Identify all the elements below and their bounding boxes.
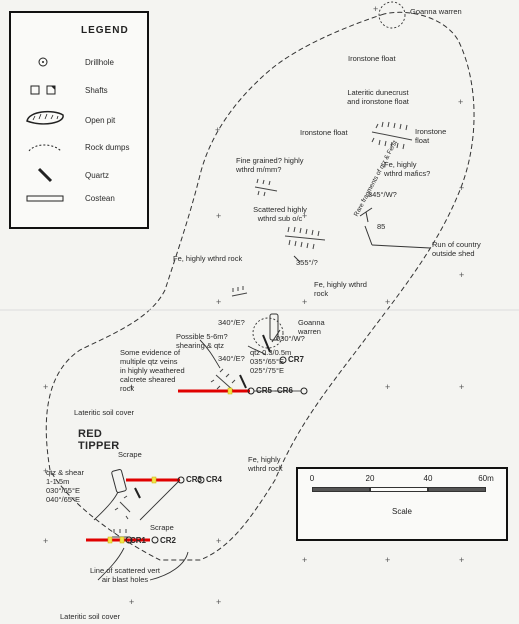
label-possible-shear: Possible 5-6m? shearing & qtz [176, 332, 228, 350]
open-pits [111, 313, 279, 493]
label-strike-340e-1: 340°/E? [218, 318, 245, 327]
drillhole-icon [38, 57, 48, 67]
label-scrape-2: Scrape [150, 523, 174, 532]
legend-item-open-pit: Open pit [85, 116, 116, 125]
scale-label: Scale [391, 507, 412, 516]
label-red-tipper: RED TIPPER [78, 428, 120, 452]
label-scattered: Scattered highly wthrd sub o/c [253, 205, 307, 223]
legend-item-costean: Costean [85, 194, 115, 203]
label-cr5-cr6: CR5 -CR6 [256, 386, 293, 395]
label-strike-345: 345°/W? [368, 190, 397, 199]
label-cr2: CR2 [160, 536, 177, 545]
legend-panel: LEGEND Drillhole Shafts Open pit Rock du… [9, 11, 149, 229]
quartz-icon [37, 167, 53, 183]
goanna-warren-circle-mid [252, 317, 284, 349]
label-ironstone-float-2: Ironstone float [300, 128, 348, 137]
strike-dip-symbols [271, 207, 431, 343]
label-lateritic-dunecrust: Lateritic dunecrust and ironstone float [347, 88, 409, 106]
open-pit-icon [26, 110, 64, 125]
label-cr1: CR1 [130, 536, 147, 545]
scale-tick-20: 20 [365, 474, 375, 483]
scale-tick-60m: 60m [478, 474, 494, 483]
legend-item-shafts: Shafts [85, 86, 108, 95]
label-ironstone-float-1: Ironstone float [348, 54, 396, 63]
legend-item-rock-dumps: Rock dumps [85, 143, 130, 152]
scale-panel: 0 20 40 60m Scale [296, 467, 508, 541]
scale-bar-segment-1 [312, 487, 370, 492]
label-cr3: CR3 [186, 475, 203, 484]
label-lateritic-soil-2: Lateritic soil cover [60, 612, 121, 621]
scale-tick-0: 0 [309, 474, 315, 483]
label-some-evidence: Some evidence of multiple qtz veins in h… [120, 348, 185, 393]
label-ironstone-float-3: Ironstone float [415, 127, 447, 145]
label-dip-85: 85 [377, 222, 386, 231]
legend-title: LEGEND [81, 25, 129, 36]
costean-icon [26, 195, 64, 202]
label-cr7: CR7 [288, 355, 305, 364]
label-fe-rock-left: Fe, highly wthrd rock [173, 254, 243, 263]
goanna-warren-circle-top [378, 1, 406, 29]
label-cr4: CR4 [206, 475, 223, 484]
quartz-veins [134, 334, 271, 499]
boundary-line [45, 11, 475, 561]
label-qtz-veins: qtz 0.3/0.5m 035°/65°E 025°/75°E [250, 348, 292, 375]
drillhole-markers [107, 387, 233, 544]
label-run-country: Run of country outside shed [432, 240, 481, 258]
label-goanna-mid: Goanna warren [298, 318, 325, 336]
label-qtz-shear: qtz & shear 1-1.5m 030°/65°E 040°/65°E [46, 468, 84, 504]
scale-tick-40: 40 [423, 474, 433, 483]
scale-bar-segment-2 [370, 487, 428, 492]
label-line-scattered: Line of scattered vert air blast holes [89, 566, 161, 584]
leader-lines [93, 339, 267, 581]
rock-dumps-icon [28, 144, 62, 152]
label-lateritic-soil-1: Lateritic soil cover [74, 408, 135, 417]
shafts-icon [30, 85, 56, 95]
legend-item-drillhole: Drillhole [85, 58, 114, 67]
label-fe-rock-low: Fe, highly wthrd rock [248, 455, 283, 473]
legend-item-quartz: Quartz [85, 171, 110, 180]
label-strike-355: 355°/? [296, 258, 318, 267]
label-fe-rock-right: Fe, highly wthrd rock [314, 280, 367, 298]
label-fine-grained: Fine grained? highly wthrd m/mm? [236, 156, 304, 174]
label-strike-030: 030°/W? [276, 334, 305, 343]
label-strike-340e-2: 340°/E? [218, 354, 245, 363]
label-scrape-1: Scrape [118, 450, 142, 459]
label-goanna-top: Goanna warren [410, 7, 462, 16]
scale-bar-segment-3 [428, 487, 486, 492]
label-fe-mafics: Fe, highly wthrd mafics? [384, 160, 431, 178]
